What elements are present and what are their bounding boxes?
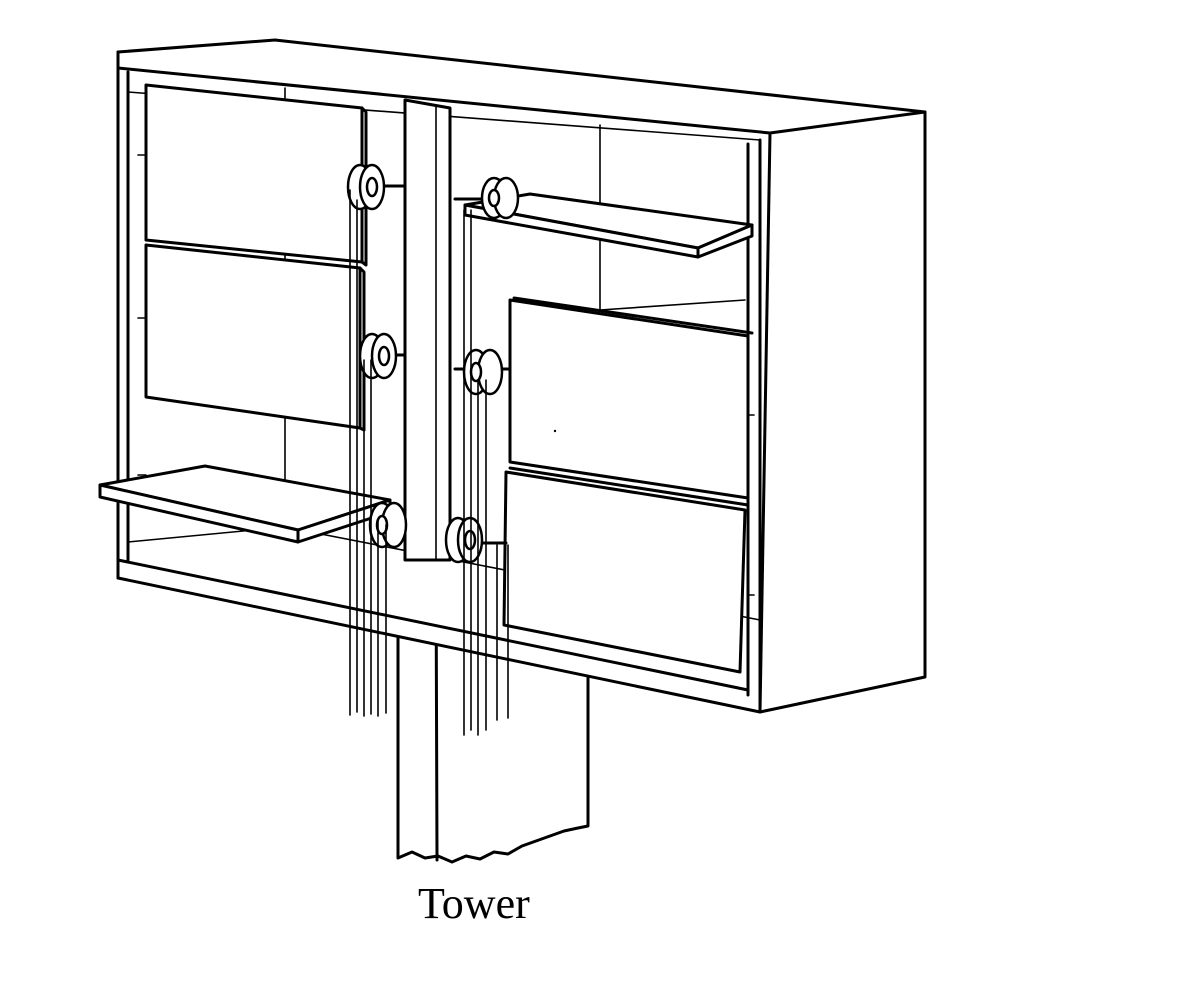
frame-pins xyxy=(137,414,755,596)
left-middle-panel xyxy=(137,243,366,432)
pulley-left-bottom xyxy=(368,501,408,549)
pulley-left-middle xyxy=(358,332,407,380)
central-shaft xyxy=(403,98,452,562)
pulley-left-top xyxy=(346,163,407,211)
cables-right xyxy=(463,209,509,736)
right-middle-panel xyxy=(508,296,754,500)
left-lower-shelf xyxy=(98,464,392,544)
right-lower-panel xyxy=(502,466,750,674)
cables-left xyxy=(349,189,387,717)
pulley-right-middle xyxy=(453,348,510,396)
tower-label: Tower xyxy=(418,879,530,928)
pulley-right-top xyxy=(453,176,520,220)
left-upper-panel xyxy=(137,83,368,267)
